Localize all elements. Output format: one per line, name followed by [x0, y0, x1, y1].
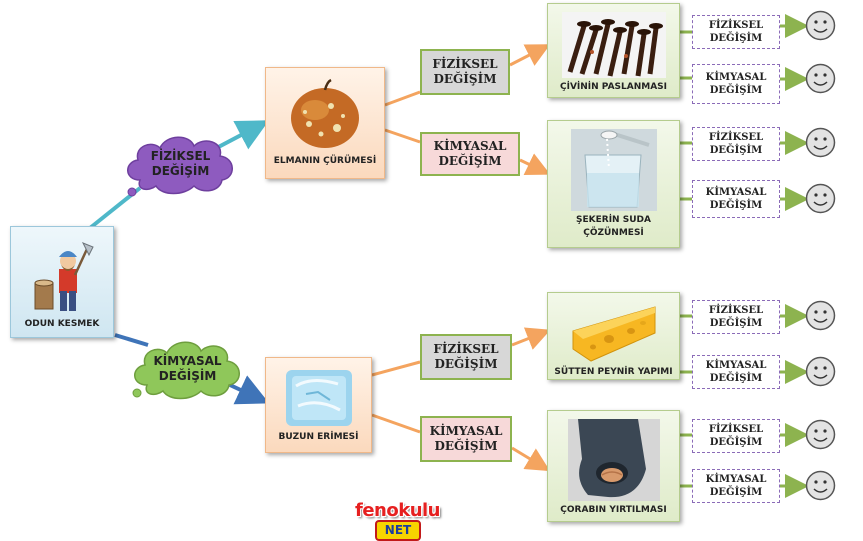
smiley-face-icon — [805, 470, 836, 501]
node-label: ELMANIN ÇÜRÜMESİ — [274, 155, 376, 168]
leaf-line1: KİMYASAL — [706, 186, 767, 199]
cheese-image — [569, 301, 659, 363]
node-sekerin-suda-cozunmesi: ŞEKERİN SUDA ÇÖZÜNMESİ — [547, 120, 680, 248]
logo-wordmark-bottom: NET — [375, 520, 421, 541]
node-label: ŞEKERİN SUDA ÇÖZÜNMESİ — [576, 214, 651, 240]
cloud-1-line2: DEĞİŞİM — [152, 164, 210, 179]
decision-line2: DEĞİŞİM — [435, 357, 498, 372]
leaf-line1: FİZİKSEL — [709, 304, 763, 317]
woodcutter-image — [27, 235, 97, 315]
smiley-face-icon — [805, 419, 836, 450]
decision-line1: KİMYASAL — [434, 139, 507, 154]
cloud-fiziksel-degisim: FİZİKSEL DEĞİŞİM — [118, 128, 243, 200]
smiley-face-icon — [805, 10, 836, 41]
root-node-odun-kesmek: ODUN KESMEK — [10, 226, 114, 338]
fenokulu-logo: fenokulu NET — [355, 500, 437, 540]
decision-line1: KİMYASAL — [430, 424, 503, 439]
node-corabin-yirtilmasi: ÇORABIN YIRTILMASI — [547, 410, 680, 522]
rotten-apple-image — [285, 76, 365, 152]
node-label-line1: ŞEKERİN SUDA — [576, 214, 651, 227]
decision-kimyasal-1: KİMYASAL DEĞİŞİM — [420, 132, 520, 176]
decision-fiziksel-2: FİZİKSEL DEĞİŞİM — [420, 334, 512, 380]
smiley-face-icon — [805, 300, 836, 331]
node-sutten-peynir-yapimi: SÜTTEN PEYNİR YAPIMI — [547, 292, 680, 380]
node-buzun-erimesi: BUZUN ERİMESİ — [265, 357, 372, 453]
node-label: BUZUN ERİMESİ — [278, 431, 358, 444]
sugar-water-image — [571, 129, 657, 211]
ice-cube-image — [282, 366, 356, 428]
smiley-face-icon — [805, 356, 836, 387]
leaf-line2: DEĞİŞİM — [710, 436, 762, 449]
node-label: SÜTTEN PEYNİR YAPIMI — [554, 366, 672, 379]
logo-wordmark-top: fenokulu — [355, 500, 437, 521]
leaf-line2: DEĞİŞİM — [710, 317, 762, 330]
decision-line1: FİZİKSEL — [433, 342, 498, 357]
leaf-line2: DEĞİŞİM — [710, 372, 762, 385]
cloud-2-line2: DEĞİŞİM — [159, 369, 217, 384]
decision-line2: DEĞİŞİM — [439, 154, 502, 169]
leaf-line1: KİMYASAL — [706, 359, 767, 372]
decision-line1: FİZİKSEL — [432, 57, 497, 72]
cloud-1-line1: FİZİKSEL — [151, 149, 211, 164]
smiley-face-icon — [805, 183, 836, 214]
node-elmanin-curumesi: ELMANIN ÇÜRÜMESİ — [265, 67, 385, 179]
leaf-line1: FİZİKSEL — [709, 423, 763, 436]
rusty-nails-image — [562, 12, 666, 78]
decision-fiziksel-1: FİZİKSEL DEĞİŞİM — [420, 49, 510, 95]
leaf-line1: FİZİKSEL — [709, 131, 763, 144]
root-label: ODUN KESMEK — [25, 318, 100, 331]
decision-line2: DEĞİŞİM — [435, 439, 498, 454]
leaf-line2: DEĞİŞİM — [710, 144, 762, 157]
cloud-kimyasal-degisim: KİMYASAL DEĞİŞİM — [125, 333, 250, 405]
decision-kimyasal-2: KİMYASAL DEĞİŞİM — [420, 416, 512, 462]
leaf-line2: DEĞİŞİM — [710, 32, 762, 45]
leaf-line2: DEĞİŞİM — [710, 486, 762, 499]
cloud-2-line1: KİMYASAL — [153, 354, 221, 369]
smiley-face-icon — [805, 127, 836, 158]
node-civinin-paslanmasi: ÇİVİNİN PASLANMASI — [547, 3, 680, 98]
node-label: ÇORABIN YIRTILMASI — [560, 504, 666, 517]
node-label: ÇİVİNİN PASLANMASI — [560, 81, 667, 94]
leaf-line2: DEĞİŞİM — [710, 84, 762, 97]
leaf-line1: KİMYASAL — [706, 71, 767, 84]
smiley-face-icon — [805, 63, 836, 94]
leaf-line1: KİMYASAL — [706, 473, 767, 486]
leaf-line2: DEĞİŞİM — [710, 199, 762, 212]
leaf-line1: FİZİKSEL — [709, 19, 763, 32]
node-label-line2: ÇÖZÜNMESİ — [576, 227, 651, 240]
torn-sock-image — [568, 419, 660, 501]
decision-line2: DEĞİŞİM — [434, 72, 497, 87]
